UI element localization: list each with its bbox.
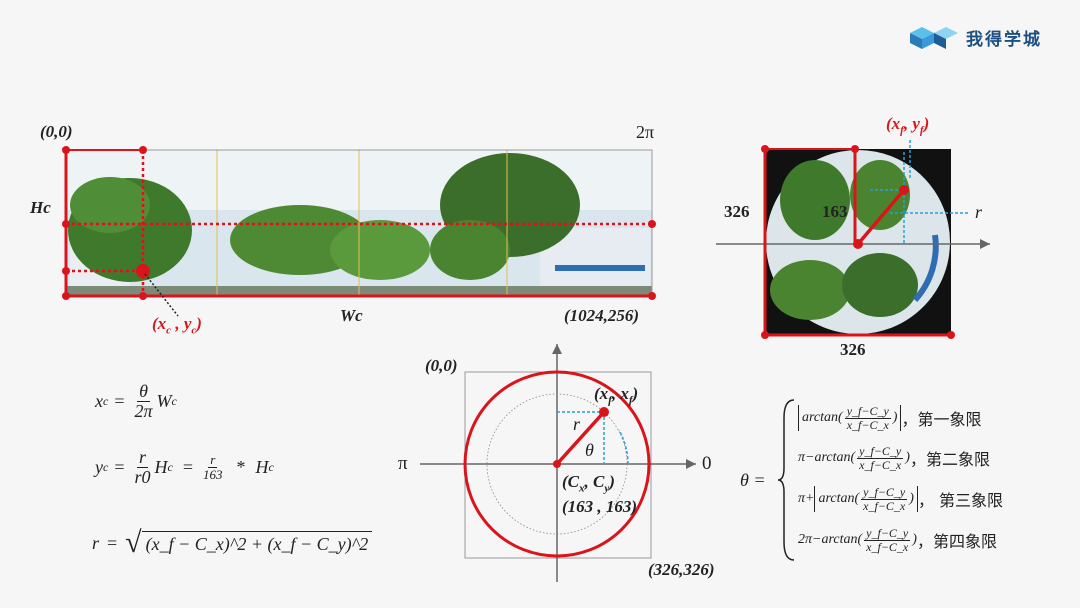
panorama-two-pi-label: 2π (636, 122, 655, 142)
fisheye-point (899, 185, 909, 195)
brand-logo: 我得学城 (908, 20, 1042, 54)
fisheye-bottom-label: 326 (840, 340, 866, 359)
circle-center-value: (163 , 163) (562, 497, 638, 516)
theta-lhs: θ = (740, 470, 766, 490)
brand-name: 我得学城 (966, 29, 1042, 50)
panorama-point-label: (xc , yc) (152, 314, 202, 337)
panorama-width-label: Wc (340, 306, 363, 325)
circle-center-label: (Cx, Cy) (562, 472, 615, 495)
circle-origin-label: (0,0) (425, 356, 458, 375)
panorama-height-label: Hc (30, 198, 51, 217)
circle-zero-label: 0 (702, 453, 712, 474)
theta-brace (777, 398, 798, 562)
circle-point-label: (xf, xf) (594, 384, 639, 407)
circle-pi-label: π (398, 453, 408, 474)
cube-logo-icon (910, 27, 958, 49)
fisheye-point-label: (xf, yf) (886, 114, 930, 137)
panorama-point (136, 264, 150, 278)
panorama-origin-label: (0,0) (40, 122, 73, 141)
circle-corner-label: (326,326) (648, 560, 715, 579)
fisheye-left-label: 326 (724, 202, 750, 221)
fisheye-r-label: r (975, 202, 983, 222)
circle-theta-label: θ (585, 440, 594, 460)
circle-r-label: r (573, 414, 581, 434)
panorama-corner-label: (1024,256) (564, 306, 640, 325)
fisheye-radius (856, 188, 906, 246)
formula-r: r = √ (x_f − C_x)^2 + (x_f − C_y)^2 (92, 528, 373, 558)
fisheye-mid-label: 163 (822, 202, 848, 221)
fisheye-boundary-circle (463, 370, 651, 558)
